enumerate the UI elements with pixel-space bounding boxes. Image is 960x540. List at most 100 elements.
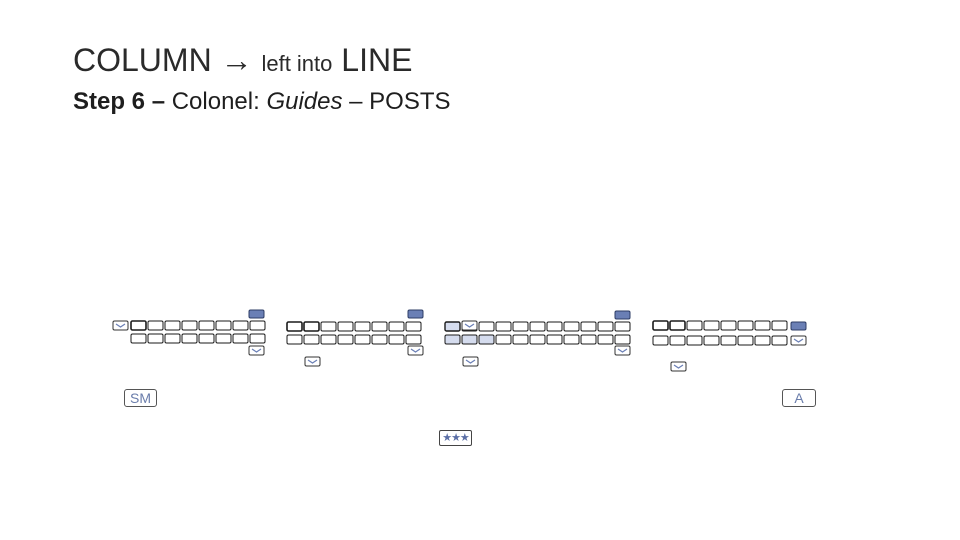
company-3-rear-rank <box>580 334 597 345</box>
company-4-rear-rank <box>703 335 720 346</box>
subtitle-step: Step 6 – <box>73 88 166 115</box>
page-title: COLUMN → left into LINE <box>73 38 412 86</box>
company-3-rear-rank <box>512 334 529 345</box>
company-3-front-rank <box>580 321 597 332</box>
company-2-front-rank <box>405 321 422 332</box>
company-4-front-rank <box>669 320 686 331</box>
company-4-front-rank <box>737 320 754 331</box>
company-3-nco <box>614 345 631 356</box>
company-3-front-rank <box>614 321 631 332</box>
company-3-front-rank <box>444 321 461 332</box>
company-4-rear-rank <box>720 335 737 346</box>
company-1-rear-rank <box>198 333 215 344</box>
company-2-rear-rank <box>405 334 422 345</box>
company-3-guide <box>614 310 631 320</box>
company-4-nco-chevron <box>793 338 804 343</box>
company-4-rear-rank <box>737 335 754 346</box>
company-1-rear-rank <box>181 333 198 344</box>
company-4-front-rank <box>686 320 703 331</box>
company-3-rear-rank <box>495 334 512 345</box>
company-2-rear-rank <box>337 334 354 345</box>
company-2-nco <box>407 345 424 356</box>
sergeant-major-marker: SM <box>124 389 157 407</box>
company-3-rear-rank <box>597 334 614 345</box>
company-3-front-rank <box>478 321 495 332</box>
company-4-rear-rank <box>669 335 686 346</box>
company-2-front-rank <box>320 321 337 332</box>
company-2-nco-chevron <box>410 348 421 353</box>
company-2-front-rank <box>303 321 320 332</box>
adjutant-marker: A <box>782 389 816 407</box>
company-4-front-rank <box>720 320 737 331</box>
company-2-front-rank <box>337 321 354 332</box>
company-2-rear-rank <box>371 334 388 345</box>
title-left-into: left into <box>261 51 333 76</box>
company-2-officer-chevron <box>307 359 318 364</box>
company-2-rear-rank <box>303 334 320 345</box>
page-subtitle: Step 6 – Colonel: Guides – POSTS <box>73 86 451 118</box>
company-4-rear-rank <box>652 335 669 346</box>
company-3-front-rank <box>563 321 580 332</box>
company-3-front-rank <box>512 321 529 332</box>
company-1-rear-rank <box>232 333 249 344</box>
company-2-rear-rank <box>354 334 371 345</box>
company-2-front-rank <box>371 321 388 332</box>
company-1-rear-rank <box>130 333 147 344</box>
company-3-officer-chevron <box>465 359 476 364</box>
company-4-rear-rank <box>754 335 771 346</box>
company-3-colour-officer <box>461 320 478 331</box>
company-4-front-rank <box>771 320 788 331</box>
company-3-rear-rank <box>529 334 546 345</box>
subtitle-posts: – POSTS <box>342 88 451 115</box>
subtitle-guides: Guides <box>266 88 343 115</box>
colonel-stars-marker: ★★★ <box>439 430 472 446</box>
company-2-front-rank <box>388 321 405 332</box>
company-1-front-rank <box>147 320 164 331</box>
company-1-rear-rank <box>164 333 181 344</box>
company-1-rear-rank <box>215 333 232 344</box>
company-1-front-rank <box>164 320 181 331</box>
company-4-officer-chevron <box>673 364 684 369</box>
company-2-officer <box>304 356 321 367</box>
company-3-colour-officer-chevron <box>464 323 475 328</box>
company-3-officer <box>462 356 479 367</box>
title-line-word: LINE <box>332 42 413 78</box>
company-1-front-rank <box>232 320 249 331</box>
company-3-rear-rank <box>444 334 461 345</box>
company-1-nco <box>248 345 265 356</box>
company-1-officer-chevron <box>115 323 126 328</box>
company-1-front-rank <box>181 320 198 331</box>
company-3-front-rank <box>529 321 546 332</box>
company-3-rear-rank <box>461 334 478 345</box>
company-2-rear-rank <box>286 334 303 345</box>
company-2-guide <box>407 309 424 319</box>
company-1-front-rank <box>249 320 266 331</box>
company-4-front-rank <box>703 320 720 331</box>
company-4-officer <box>670 361 687 372</box>
company-3-front-rank <box>495 321 512 332</box>
company-3-rear-rank <box>478 334 495 345</box>
company-3-front-rank <box>546 321 563 332</box>
company-2-rear-rank <box>320 334 337 345</box>
company-4-guide <box>790 321 807 331</box>
company-3-rear-rank <box>563 334 580 345</box>
company-1-front-rank <box>215 320 232 331</box>
company-2-front-rank <box>354 321 371 332</box>
subtitle-role: Colonel: <box>165 88 267 115</box>
title-column: COLUMN → <box>73 42 262 78</box>
company-4-rear-rank <box>686 335 703 346</box>
company-1-guide <box>248 309 265 319</box>
company-4-front-rank <box>754 320 771 331</box>
company-3-rear-rank <box>614 334 631 345</box>
company-3-front-rank <box>597 321 614 332</box>
company-4-rear-rank <box>771 335 788 346</box>
company-3-rear-rank <box>546 334 563 345</box>
company-3-nco-chevron <box>617 348 628 353</box>
company-1-rear-rank <box>147 333 164 344</box>
company-4-front-rank <box>652 320 669 331</box>
company-2-front-rank <box>286 321 303 332</box>
company-1-rear-rank <box>249 333 266 344</box>
company-1-nco-chevron <box>251 348 262 353</box>
company-4-nco <box>790 335 807 346</box>
company-1-front-rank <box>198 320 215 331</box>
